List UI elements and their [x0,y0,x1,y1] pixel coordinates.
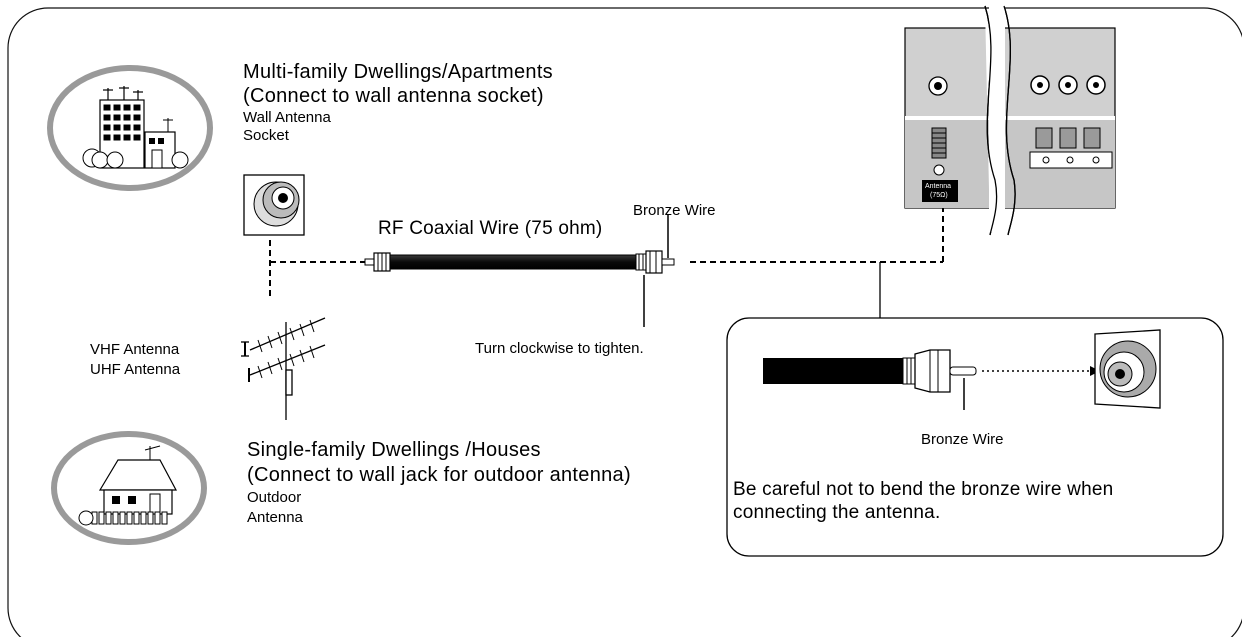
bronze-wire-label: Bronze Wire [633,202,716,219]
dashed-feed-right [690,204,944,263]
uhf-antenna-label: UHF Antenna [90,361,181,378]
tv-back-panel [904,0,1116,236]
wall-antenna-label: Wall Antenna [243,109,331,126]
vhf-uhf-antenna-icon [241,317,326,420]
multi-family-subtitle: (Connect to wall antenna socket) [243,85,544,107]
apartment-icon [47,65,213,191]
inset-cable-illustration [763,329,1161,410]
dashed-feed-left [269,240,365,298]
single-family-subtitle: (Connect to wall jack for outdoor antenn… [247,464,631,486]
rf-coaxial-cable [364,250,675,274]
socket-label: Socket [243,127,289,144]
tv-antenna-ohm-label: (75Ω) [930,192,948,199]
multi-family-title: Multi-family Dwellings/Apartments [243,61,553,83]
outer-frame [7,7,1242,637]
antenna-label: Antenna [247,509,303,526]
outdoor-label: Outdoor [247,489,302,506]
single-family-title: Single-family Dwellings /Houses [247,439,541,461]
wall-socket-icon [243,174,305,236]
tv-antenna-port-label: Antenna [925,183,952,190]
house-icon [51,431,207,545]
caution-line-1: Be careful not to bend the bronze wire w… [733,479,1114,500]
rf-coaxial-label: RF Coaxial Wire (75 ohm) [378,218,603,239]
turn-clockwise-label: Turn clockwise to tighten. [475,340,644,357]
caution-line-2: connecting the antenna. [733,502,941,523]
inset-bronze-wire-label: Bronze Wire [921,431,1004,448]
vhf-antenna-label: VHF Antenna [90,341,180,358]
